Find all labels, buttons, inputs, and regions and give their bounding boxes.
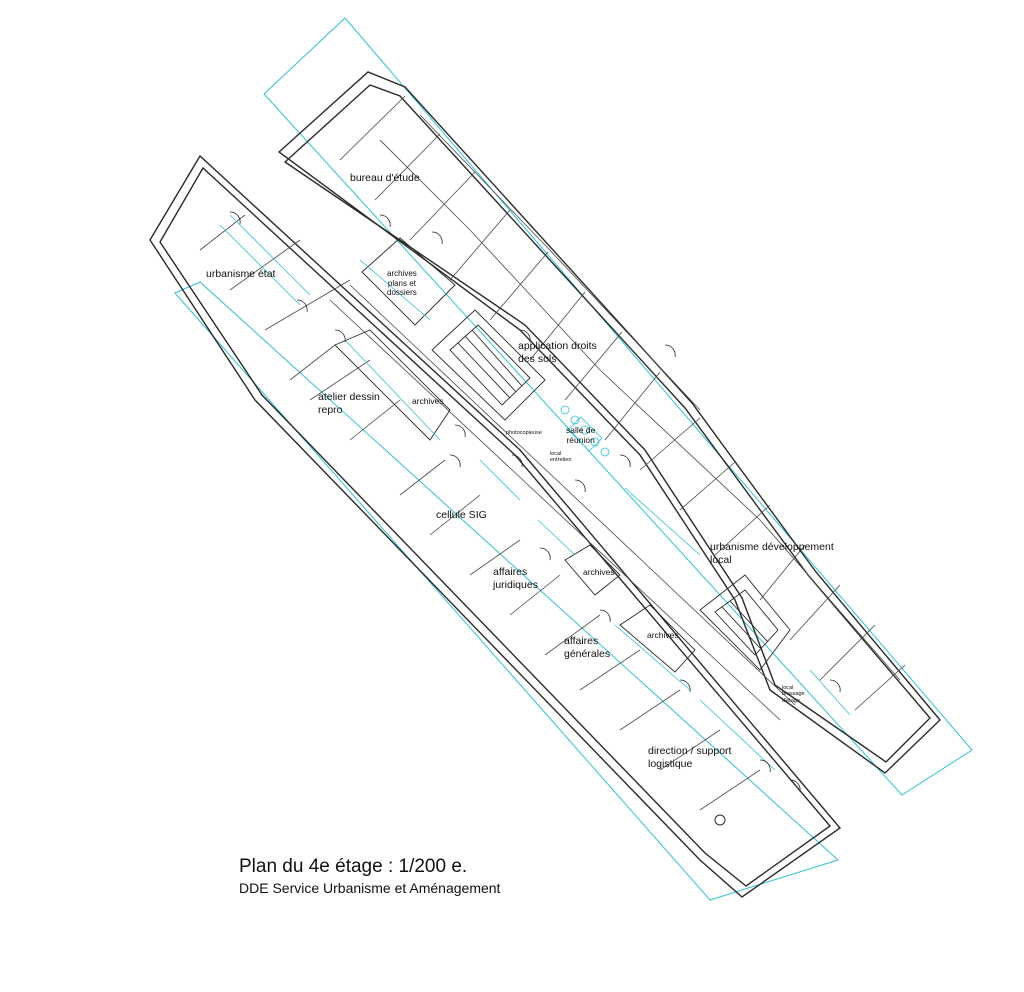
room-label-affaires-juridiques: affaires juridiques	[493, 566, 538, 592]
west-partitions	[199, 214, 796, 811]
building-walls	[149, 71, 941, 898]
room-label-local-brassage: local brassage d'étage	[782, 685, 805, 704]
office-partitions	[339, 95, 906, 711]
room-label-atelier-dessin: atelier dessin repro	[318, 391, 380, 417]
room-label-direction-support: direction / support logistique	[648, 745, 732, 771]
door-swings	[219, 214, 851, 771]
room-label-archives-3: archives	[647, 630, 679, 640]
room-label-urbanisme-etat: urbanisme état	[206, 268, 276, 280]
meeting-table	[560, 405, 610, 457]
slab-outline	[174, 17, 973, 901]
door-arcs	[229, 211, 841, 793]
room-label-archives-2: archives	[583, 567, 615, 577]
room-label-archives-1: archives	[412, 396, 444, 406]
room-label-local-entretien: local entretien	[550, 451, 572, 464]
room-label-application-droits: application droits des sols	[518, 340, 597, 366]
room-label-affaires-generales: affaires générales	[564, 635, 611, 661]
room-label-cellule-sig: cellule SIG	[436, 509, 487, 521]
room-label-archives-plans: archives plans et dossiers	[387, 269, 417, 298]
room-label-salle-reunion: salle de réunion	[566, 425, 596, 446]
plan-subtitle: DDE Service Urbanisme et Aménagement	[239, 880, 501, 896]
stair-core-2	[699, 574, 791, 671]
room-label-bureau-etude: bureau d'étude	[350, 172, 420, 184]
column-marker	[714, 814, 726, 826]
room-label-urbanisme-developpement: urbanisme développement local	[710, 541, 834, 567]
room-label-photocopieuse: photocopieuse	[506, 430, 542, 436]
stair-core-1	[431, 309, 546, 421]
plan-title: Plan du 4e étage : 1/200 e.	[239, 856, 468, 877]
archive-rooms	[334, 237, 696, 673]
